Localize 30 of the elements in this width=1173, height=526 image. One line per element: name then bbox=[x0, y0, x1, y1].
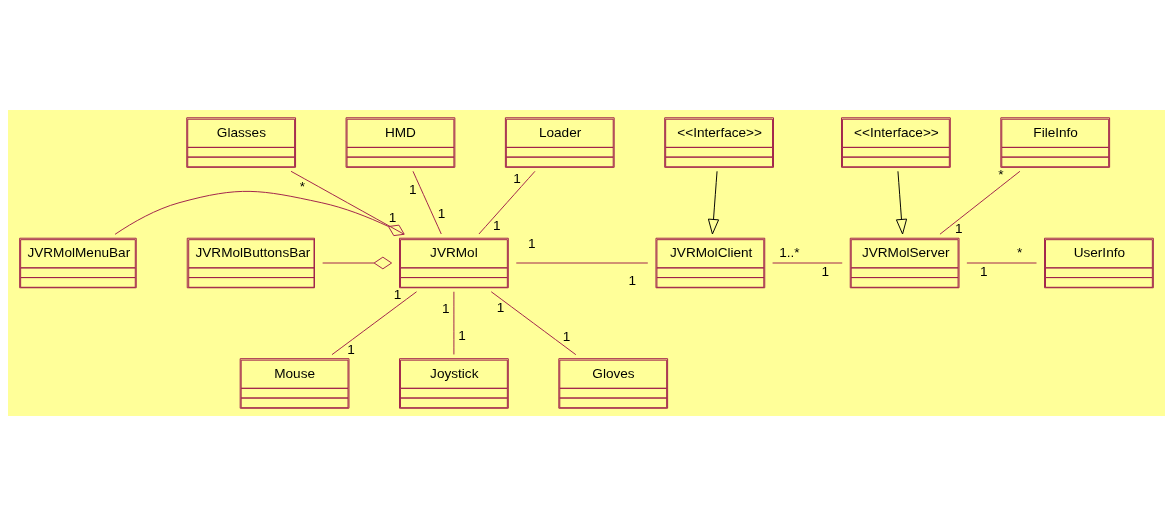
label: 1 bbox=[955, 221, 963, 237]
connector bbox=[490, 291, 577, 356]
label: 1 bbox=[388, 210, 397, 226]
label: * bbox=[1017, 244, 1023, 260]
label: 1 bbox=[393, 287, 402, 303]
connector bbox=[114, 190, 405, 237]
label: 1 bbox=[628, 273, 636, 289]
connector bbox=[322, 256, 393, 270]
label: 1 bbox=[513, 170, 521, 186]
label: 1 bbox=[408, 182, 417, 198]
connector bbox=[939, 170, 1021, 235]
label: 1 bbox=[458, 328, 466, 344]
label: 1 bbox=[528, 235, 536, 251]
label: 1 bbox=[441, 300, 450, 316]
label: 1 bbox=[496, 300, 505, 316]
label: 1 bbox=[979, 264, 988, 280]
label: 1..* bbox=[779, 244, 800, 260]
connector bbox=[331, 291, 418, 356]
label: 1 bbox=[821, 264, 830, 280]
arrow bbox=[707, 170, 720, 235]
label: * bbox=[998, 167, 1004, 183]
connector bbox=[412, 170, 442, 235]
connector bbox=[290, 170, 405, 235]
arrow bbox=[895, 170, 908, 235]
label: 1 bbox=[347, 342, 355, 358]
label: 1 bbox=[493, 217, 501, 233]
label: 1 bbox=[437, 206, 446, 222]
label: * bbox=[299, 178, 306, 194]
connector bbox=[478, 170, 536, 235]
label: 1 bbox=[562, 329, 571, 345]
